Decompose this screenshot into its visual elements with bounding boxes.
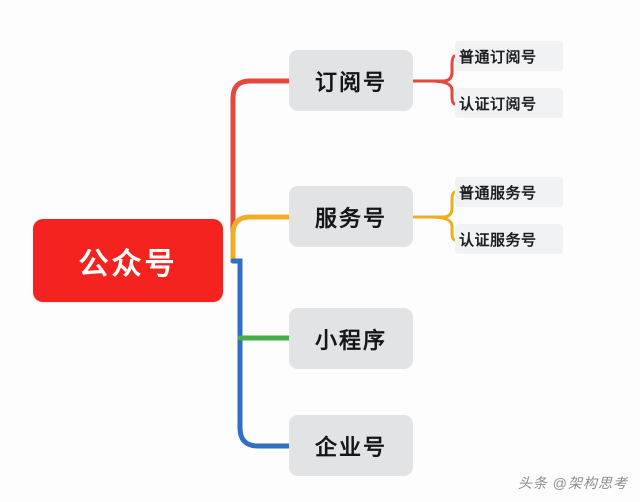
leaf-node-verified-subscription[interactable]: 认证订阅号	[455, 88, 563, 118]
leaf-node-label: 认证服务号	[459, 231, 537, 249]
connector-root-to-enterprise	[230, 258, 292, 449]
branch-node-enterprise-account[interactable]: 企业号	[289, 415, 413, 476]
leaf-node-label: 普通服务号	[459, 184, 537, 202]
root-node-public-account[interactable]: 公众号	[33, 219, 223, 302]
watermark-author: 架构思考	[568, 475, 628, 491]
leaf-node-verified-service[interactable]: 认证服务号	[455, 224, 563, 254]
watermark-source: 头条	[517, 475, 548, 491]
branch-node-label: 服务号	[314, 205, 387, 231]
branch-node-mini-program[interactable]: 小程序	[289, 308, 413, 369]
leaf-node-label: 认证订阅号	[459, 95, 537, 113]
branch-node-label: 小程序	[314, 327, 387, 353]
connector-service-to-leaves	[411, 190, 457, 242]
root-node-label: 公众号	[78, 247, 178, 281]
leaf-node-label: 普通订阅号	[459, 48, 537, 66]
branch-node-label: 订阅号	[314, 69, 387, 95]
branch-node-label: 企业号	[314, 434, 387, 460]
watermark-at-symbol: @	[552, 475, 568, 491]
leaf-node-normal-service[interactable]: 普通服务号	[455, 177, 563, 207]
connector-root-to-service	[230, 214, 292, 264]
leaf-node-normal-subscription[interactable]: 普通订阅号	[455, 41, 563, 71]
branch-node-subscription-account[interactable]: 订阅号	[289, 50, 413, 111]
connector-subscribe-to-leaves	[411, 54, 457, 106]
connector-root-to-subscribe	[230, 78, 292, 264]
branch-node-service-account[interactable]: 服务号	[289, 186, 413, 247]
watermark: 头条 @架构思考	[518, 473, 628, 493]
